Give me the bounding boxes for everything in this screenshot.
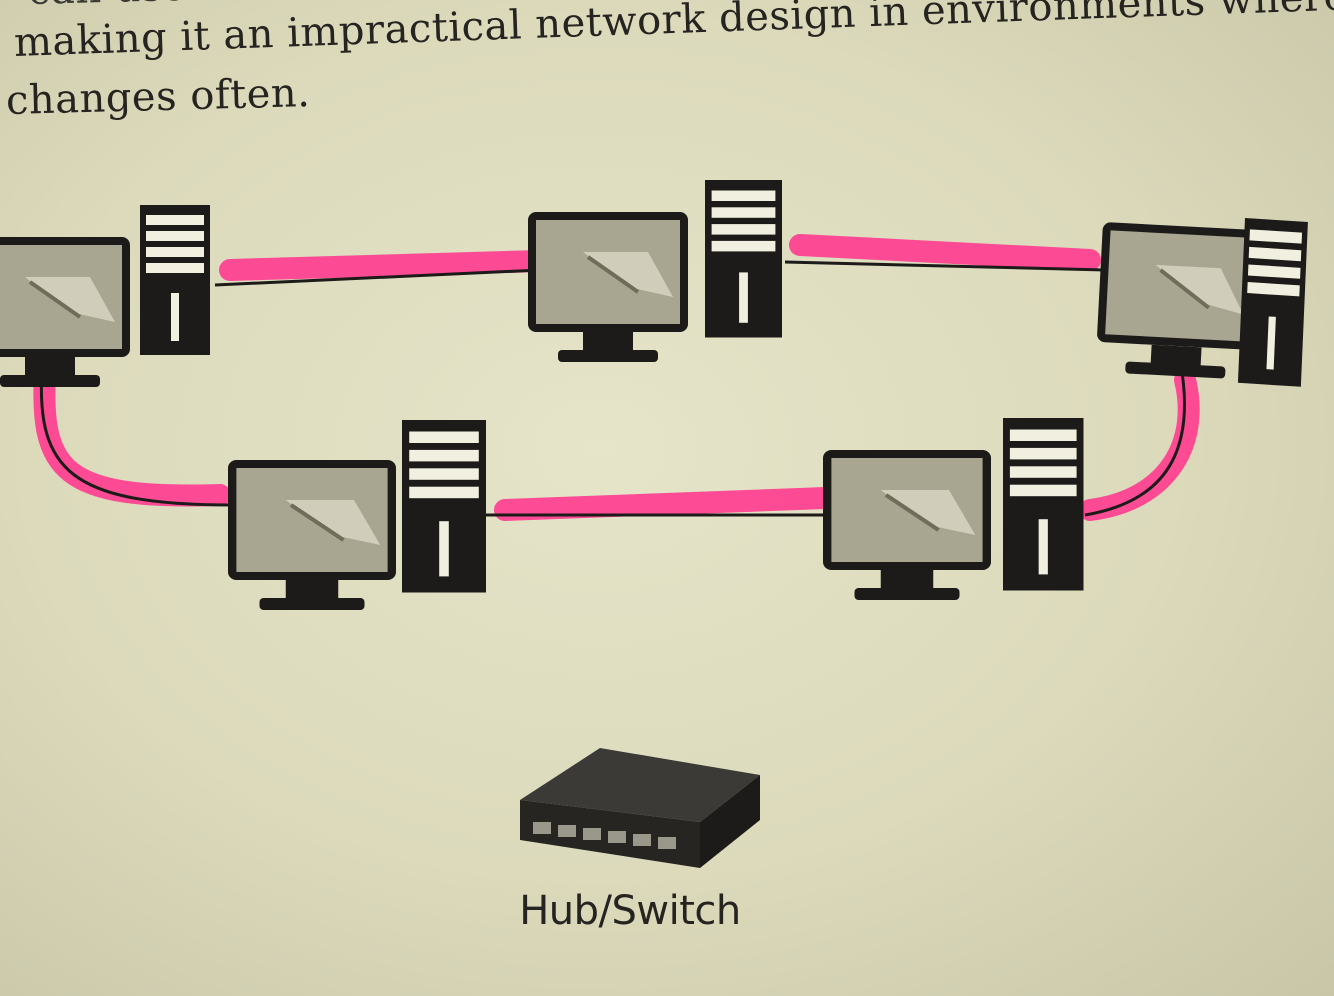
computer-top-left bbox=[0, 205, 210, 389]
computer-bottom-left bbox=[228, 420, 486, 610]
network-cables bbox=[39, 260, 1187, 517]
computer-top-right bbox=[1095, 218, 1308, 387]
hub-switch-icon bbox=[520, 748, 760, 868]
computer-top-center bbox=[526, 180, 782, 364]
hub-switch-label: Hub/Switch bbox=[519, 888, 741, 934]
computer-bottom-right bbox=[823, 418, 1084, 600]
